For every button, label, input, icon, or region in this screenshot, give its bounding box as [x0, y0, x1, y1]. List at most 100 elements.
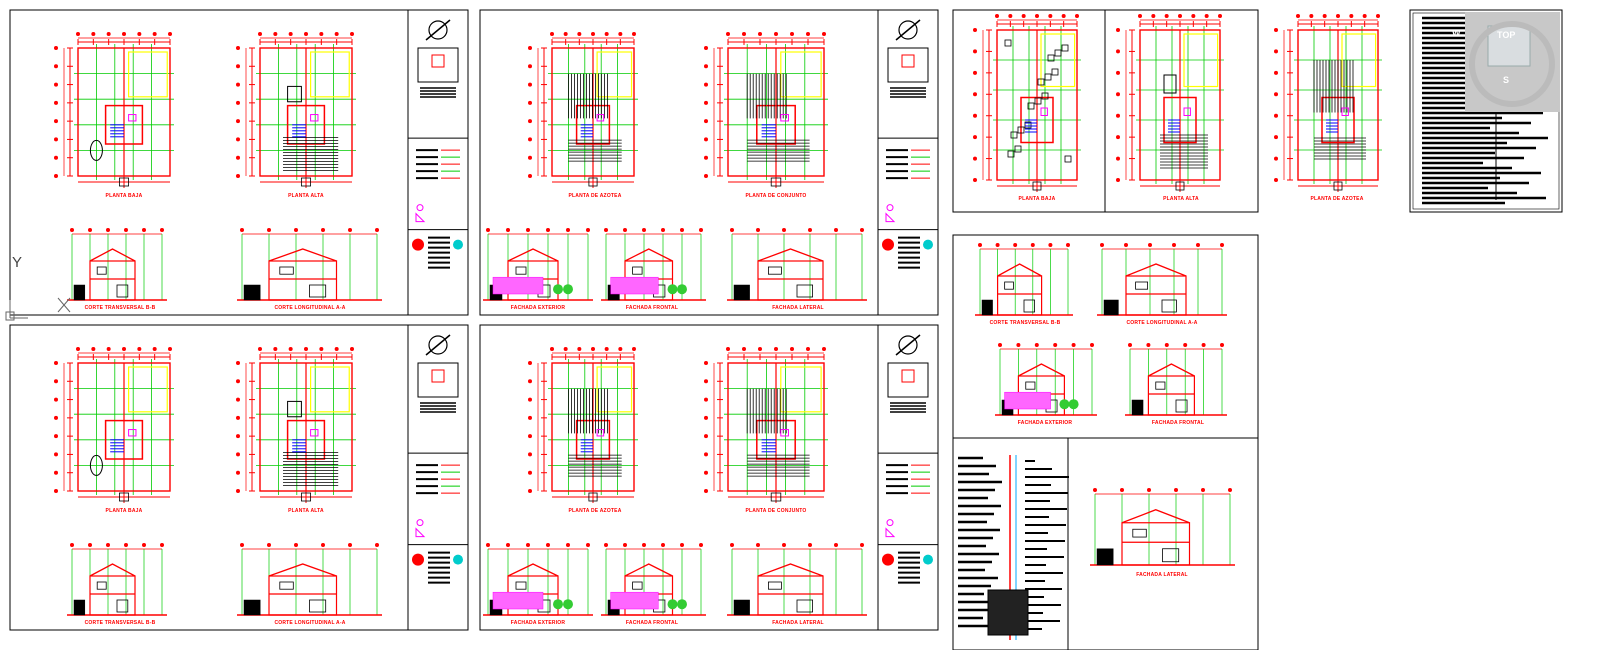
plan-title: PLANTA BAJA	[105, 508, 143, 514]
floor-plan-drawing	[704, 347, 828, 503]
grid-marker	[618, 32, 623, 36]
section-drawing	[237, 228, 382, 301]
fixture-symbol	[1061, 44, 1069, 52]
cad-shape	[796, 599, 814, 613]
grid-marker	[236, 379, 240, 384]
grid-marker	[973, 113, 977, 118]
grid-marker	[124, 228, 128, 232]
grid-marker	[973, 70, 977, 75]
grid-marker	[978, 243, 982, 247]
cad-shape	[632, 581, 643, 590]
roof-line	[1018, 363, 1065, 377]
grid-marker	[586, 228, 590, 232]
grid-marker	[632, 347, 636, 351]
cad-shape	[1135, 281, 1148, 290]
grid-marker	[70, 543, 74, 547]
grid-marker	[304, 32, 308, 36]
sheet-border	[1409, 9, 1563, 213]
floor-plan-drawing	[1274, 14, 1382, 192]
cad-shape	[780, 366, 822, 413]
north-arrow-icon	[428, 20, 448, 40]
cad-shape	[1163, 74, 1177, 94]
cad-shape	[431, 54, 445, 68]
grid-marker	[526, 228, 530, 232]
grid-marker	[756, 543, 760, 547]
fixture-symbol	[1051, 68, 1059, 76]
cad-shape	[768, 581, 782, 590]
grid-marker	[1116, 135, 1120, 140]
grid-marker	[1008, 14, 1013, 18]
fixture-symbol	[1027, 102, 1035, 110]
section-drawing	[727, 228, 867, 301]
grid-marker	[834, 543, 838, 547]
plan-title: PLANTA BAJA	[1018, 196, 1056, 202]
grid-marker	[860, 543, 864, 547]
north-arrow-icon	[898, 20, 918, 40]
grid-marker	[236, 64, 240, 69]
drawing-sheet-4[interactable]	[479, 324, 939, 631]
grid-marker	[236, 397, 240, 402]
grid-marker	[1116, 70, 1120, 75]
grid-marker	[604, 32, 609, 36]
site-plan	[417, 47, 459, 83]
section-title: FACHADA EXTERIOR	[510, 620, 566, 626]
grid-marker	[258, 347, 262, 351]
grid-marker	[995, 14, 999, 18]
grid-marker	[267, 228, 271, 232]
grid-marker	[486, 543, 490, 547]
grid-marker	[1071, 343, 1076, 347]
drawing-sheet-5[interactable]	[952, 9, 1382, 213]
grid-marker	[334, 32, 339, 36]
viewcube-top-face[interactable]: TOP	[1497, 30, 1516, 40]
cad-line	[57, 297, 71, 313]
drawing-sheet-2[interactable]	[479, 9, 939, 316]
roof-line	[757, 563, 824, 577]
grid-marker	[137, 32, 142, 36]
viewcube-west-label[interactable]: W	[1452, 28, 1461, 38]
grid-marker	[550, 347, 554, 351]
section-title: FACHADA FRONTAL	[1151, 420, 1205, 426]
grid-marker	[774, 347, 778, 351]
roof-line	[89, 248, 136, 262]
grid-marker	[528, 119, 532, 124]
grid-marker	[506, 543, 510, 547]
cad-shape	[780, 51, 822, 98]
grid-marker	[1116, 156, 1120, 161]
grid-marker	[240, 228, 244, 232]
grid-marker	[973, 156, 977, 161]
grid-marker	[1066, 243, 1070, 247]
title-block-frame	[407, 9, 469, 316]
grid-marker	[168, 347, 172, 351]
drawing-sheet-3[interactable]	[9, 324, 469, 631]
grid-marker	[142, 228, 146, 232]
grid-marker	[528, 155, 532, 160]
cad-shape	[1096, 548, 1114, 566]
floor-plan-drawing	[528, 32, 638, 188]
grid-marker	[528, 415, 532, 420]
grid-marker	[1030, 243, 1035, 247]
grid-marker	[704, 470, 708, 475]
section-title: FACHADA FRONTAL	[625, 305, 679, 311]
grid-marker	[54, 434, 58, 439]
drawing-sheet-6[interactable]	[952, 234, 1259, 439]
cad-shape	[632, 266, 643, 275]
grid-marker	[168, 32, 172, 36]
grid-marker	[1093, 488, 1097, 492]
grid-marker	[704, 489, 708, 493]
viewcube-south-label[interactable]: S	[1503, 75, 1510, 85]
drawing-sheet-1[interactable]	[9, 9, 469, 316]
cad-shape	[73, 599, 86, 616]
grid-marker	[54, 452, 58, 457]
section-title: FACHADA LATERAL	[772, 620, 824, 626]
drawing-sheet-7[interactable]	[952, 437, 1259, 650]
roof-line	[1148, 363, 1195, 377]
grid-marker	[1274, 156, 1278, 161]
grid-marker	[321, 228, 325, 232]
grid-marker	[54, 119, 58, 124]
cad-shape	[1183, 33, 1219, 88]
facade-fill	[610, 276, 659, 295]
grid-marker	[236, 174, 240, 178]
viewcube[interactable]	[1465, 12, 1560, 112]
cad-shape	[1023, 299, 1035, 313]
